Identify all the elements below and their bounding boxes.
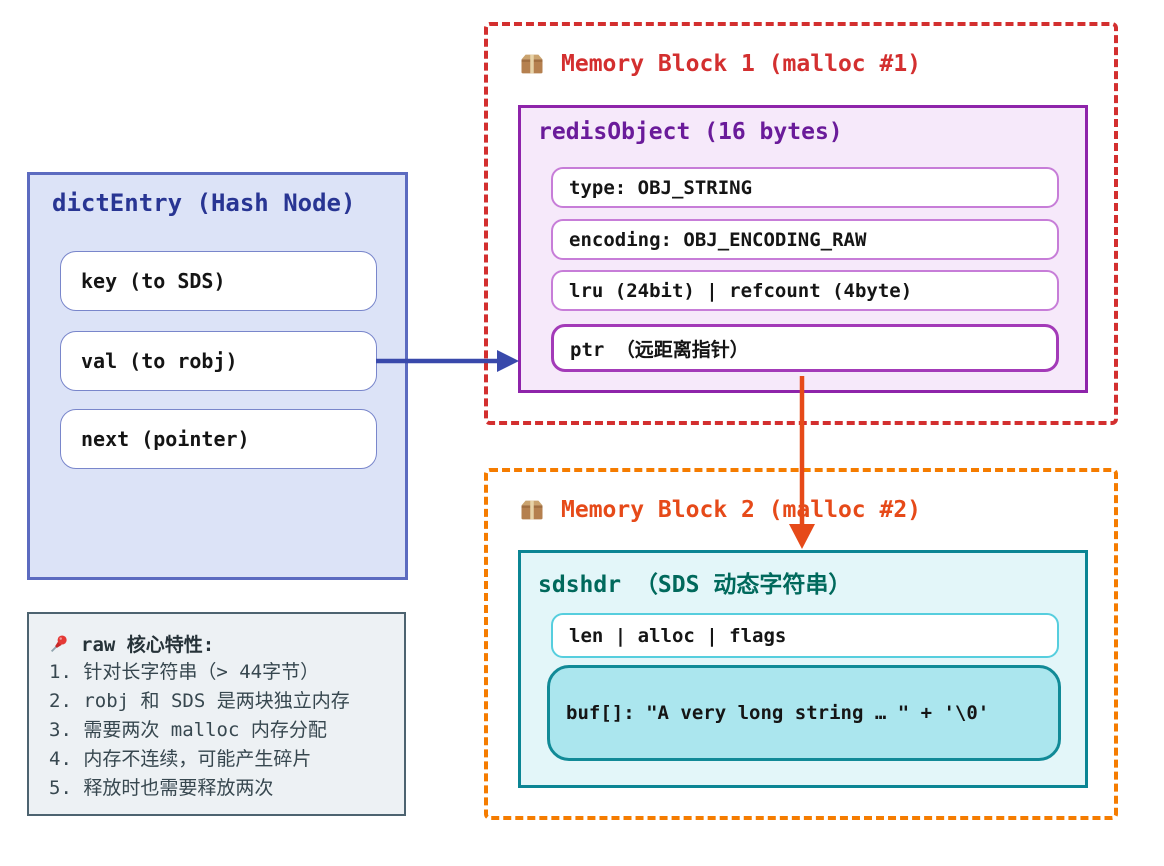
sds-field-len-alloc-flags: len | alloc | flags — [551, 613, 1059, 658]
redis-field-encoding: encoding: OBJ_ENCODING_RAW — [551, 219, 1059, 260]
dict-field-val: val (to robj) — [60, 331, 377, 391]
sdshdr-title: sdshdr （SDS 动态字符串） — [538, 572, 852, 598]
dict-field-next: next (pointer) — [60, 409, 377, 469]
memory-block-2-header: Memory Block 2 (malloc #2) — [518, 496, 921, 524]
pushpin-icon — [49, 633, 70, 654]
memory-block-2-title: Memory Block 2 (malloc #2) — [561, 497, 922, 523]
memory-block-1: Memory Block 1 (malloc #1) redisObject (… — [484, 22, 1118, 425]
redis-object-title: redisObject (16 bytes) — [538, 119, 843, 145]
dict-entry-box: dictEntry (Hash Node) key (to SDS) val (… — [27, 172, 408, 580]
redis-field-ptr: ptr （远距离指针） — [551, 324, 1059, 372]
redis-field-type: type: OBJ_STRING — [551, 167, 1059, 208]
redis-field-lru-refcount: lru (24bit) | refcount (4byte) — [551, 270, 1059, 311]
dict-entry-title: dictEntry (Hash Node) — [52, 189, 356, 217]
note-item: 2. robj 和 SDS 是两块独立内存 — [49, 690, 350, 712]
sds-field-buf: buf[]: "A very long string … " + '\0' — [547, 665, 1061, 761]
redis-object-box: redisObject (16 bytes) type: OBJ_STRING … — [518, 105, 1088, 393]
notes-title-row: raw 核心特性: — [49, 629, 394, 658]
notes-title: raw 核心特性: — [81, 634, 215, 656]
package-icon — [518, 50, 546, 78]
sdshdr-box: sdshdr （SDS 动态字符串） len | alloc | flags b… — [518, 550, 1088, 788]
package-icon — [518, 496, 546, 524]
dict-field-key: key (to SDS) — [60, 251, 377, 311]
note-item: 4. 内存不连续，可能产生碎片 — [49, 748, 312, 770]
note-item: 5. 释放时也需要释放两次 — [49, 777, 274, 799]
memory-block-1-header: Memory Block 1 (malloc #1) — [518, 50, 921, 78]
memory-block-2: Memory Block 2 (malloc #2) sdshdr （SDS 动… — [484, 468, 1118, 820]
notes-box: raw 核心特性: 1. 针对长字符串（> 44字节） 2. robj 和 SD… — [27, 612, 406, 816]
note-item: 1. 针对长字符串（> 44字节） — [49, 661, 320, 683]
note-item: 3. 需要两次 malloc 内存分配 — [49, 719, 327, 741]
memory-block-1-title: Memory Block 1 (malloc #1) — [561, 51, 922, 77]
